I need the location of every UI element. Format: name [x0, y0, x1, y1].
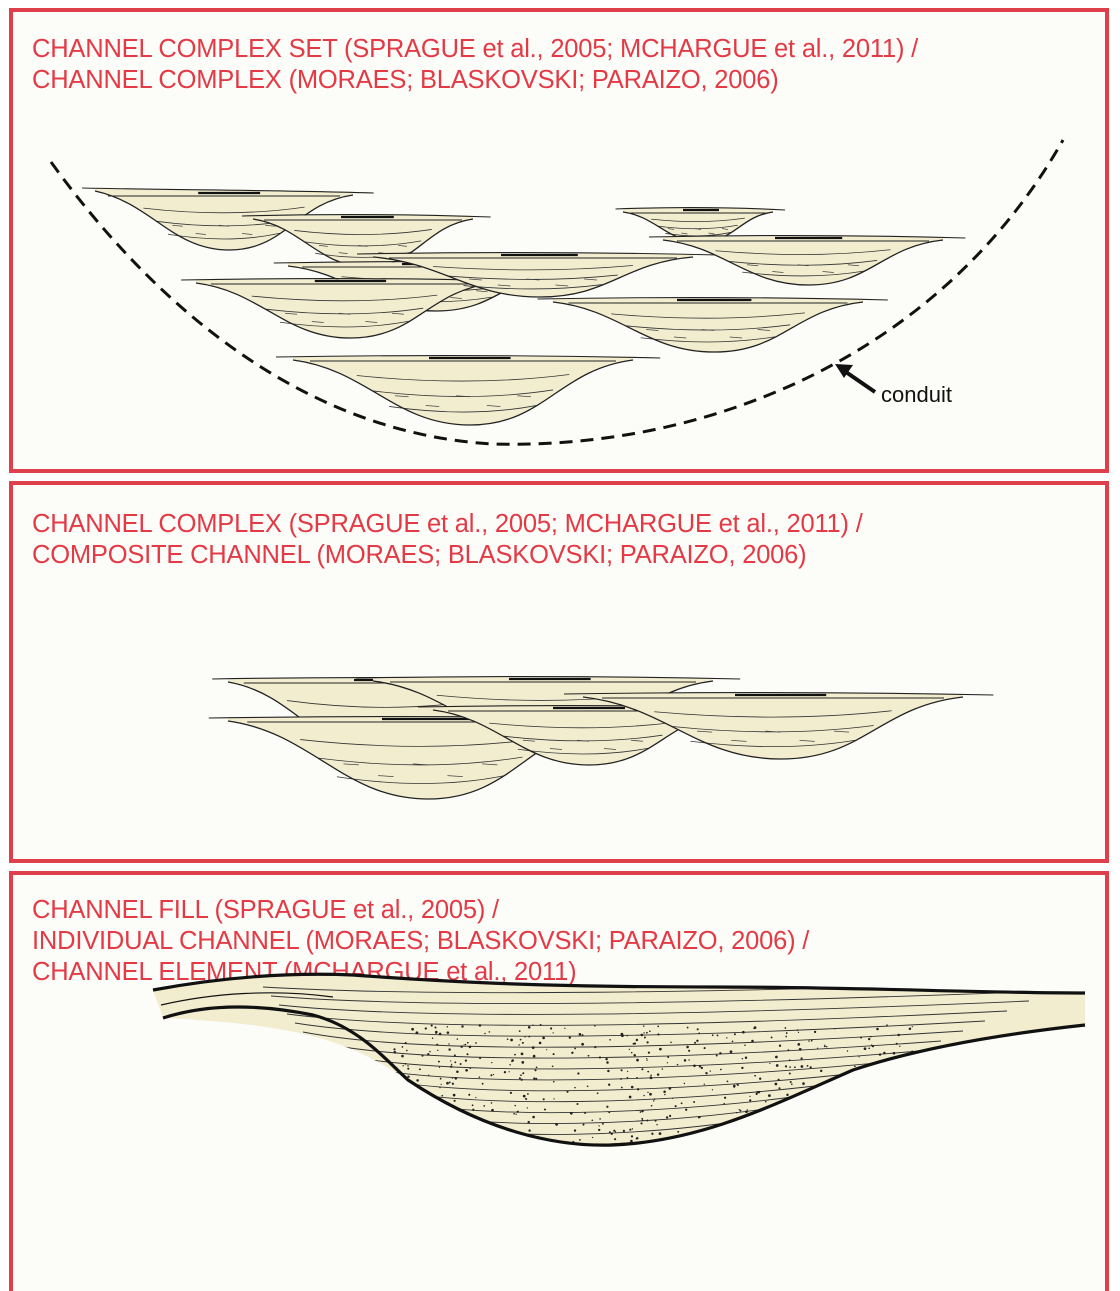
arrow-icon: [835, 364, 875, 392]
channel-lens: [649, 236, 965, 285]
channel-bodies: [209, 677, 994, 799]
channel-element-diagram: [13, 875, 1105, 1291]
channel-bodies: [82, 188, 965, 425]
channel-complex-set-panel: CHANNEL COMPLEX SET (SPRAGUE et al., 200…: [9, 8, 1109, 473]
channel-lens: [181, 279, 517, 338]
channel-fill-panel: CHANNEL FILL (SPRAGUE et al., 2005) / IN…: [9, 871, 1109, 1291]
channel-lens: [276, 356, 660, 425]
conduit-label: conduit: [881, 382, 952, 408]
channel-fill-body: [153, 974, 1085, 1145]
channel-lens: [538, 298, 888, 352]
channel-complex-panel: CHANNEL COMPLEX (SPRAGUE et al., 2005; M…: [9, 481, 1109, 863]
channel-complex-diagram: [13, 485, 1105, 863]
